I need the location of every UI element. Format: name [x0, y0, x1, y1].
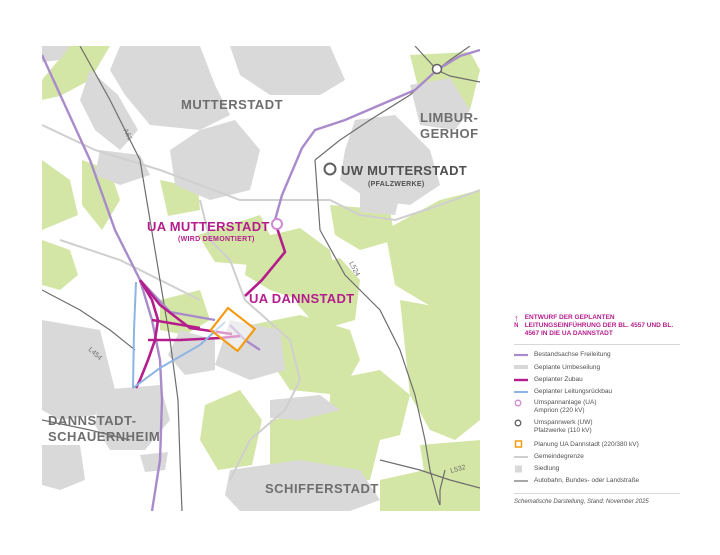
legend-label: Geplanter Leitungsrückbau: [534, 388, 613, 396]
legend-item-planning: Planung UA Dannstadt (220/380 kV): [514, 438, 680, 450]
legend-footnote: Schematische Darstellung, Stand: Novembe…: [514, 493, 680, 505]
road-junction-marker: [431, 63, 443, 75]
place-label-mutterstadt: MUTTERSTADT: [181, 97, 283, 112]
place-label-limburgerhof-line2: GERHOF: [420, 126, 479, 141]
legend-label: Gemeindegrenze: [534, 452, 584, 460]
legend-header: ↑ N ENTWURF DER GEPLANTEN LEITUNGSEINFÜH…: [514, 314, 680, 345]
legend-label: Siedlung: [534, 465, 560, 473]
legend-item-existing-line: Bestandsachse Freileitung: [514, 349, 680, 361]
north-arrow-icon: ↑: [514, 313, 519, 323]
legend-item-settlement: Siedlung: [514, 463, 680, 475]
ua-mutterstadt-marker: [271, 218, 283, 230]
ua-circle-icon: [514, 399, 522, 407]
place-label-schifferstadt: SCHIFFERSTADT: [265, 481, 379, 496]
place-label-limburgerhof-line1: LIMBUR-: [420, 110, 478, 125]
place-label-dannstadt-line1: DANNSTADT-: [48, 413, 137, 428]
road-line-icon: [514, 480, 528, 482]
removal-lines: [132, 281, 226, 389]
municipal-boundaries: [42, 124, 480, 481]
station-label-uw-mutterstadt: UW MUTTERSTADT: [341, 163, 467, 178]
uw-mutterstadt-marker: [323, 162, 337, 176]
reconductor-line-icon: [514, 365, 528, 369]
legend-item-reconductor: Geplante Umbeseilung: [514, 361, 680, 373]
legend-label: Bestandsachse Freileitung: [534, 351, 611, 359]
legend-item-boundary: Gemeindegrenze: [514, 450, 680, 462]
legend-item-removal-line: Geplanter Leitungsrückbau: [514, 386, 680, 398]
legend-item-road: Autobahn, Bundes- oder Landstraße: [514, 475, 680, 487]
north-label: N: [514, 323, 519, 329]
legend-list: Bestandsachse Freileitung Geplante Umbes…: [514, 349, 680, 487]
legend-label: Geplanter Zubau: [534, 375, 583, 383]
station-sublabel-uw-mutterstadt: (PFALZWERKE): [368, 181, 424, 188]
place-label-dannstadt-line2: SCHAUERNHEIM: [48, 429, 160, 444]
legend-label: Planung UA Dannstadt (220/380 kV): [534, 440, 639, 448]
legend-label: Umspannanlage (UA)Amprion (220 kV): [534, 399, 597, 414]
legend-label: Geplante Umbeseilung: [534, 363, 601, 371]
legend-title: ENTWURF DER GEPLANTEN LEITUNGSEINFÜHRUNG…: [524, 314, 674, 337]
north-arrow: ↑ N: [514, 314, 519, 330]
legend: ↑ N ENTWURF DER GEPLANTEN LEITUNGSEINFÜH…: [514, 314, 680, 505]
station-sublabel-ua-mutterstadt: (WIRD DEMONTIERT): [178, 236, 255, 243]
roads: [42, 46, 480, 511]
station-label-ua-mutterstadt: UA MUTTERSTADT: [147, 219, 270, 234]
new-line-icon: [514, 378, 528, 381]
planning-square-icon: [514, 440, 523, 449]
settlement-square-icon: [515, 465, 522, 473]
removal-line-icon: [514, 391, 528, 394]
legend-label: Umspannwerk (UW)Pfalzwerke (110 kV): [534, 419, 593, 434]
boundary-line-icon: [514, 455, 528, 458]
existing-line-icon: [514, 354, 528, 357]
settlement-areas: [42, 46, 470, 511]
ua-dannstadt-planning-area: [209, 306, 257, 353]
road-label-l532: L532: [450, 464, 467, 475]
legend-label: Autobahn, Bundes- oder Landstraße: [534, 477, 640, 485]
legend-item-new-line: Geplanter Zubau: [514, 374, 680, 386]
uw-circle-icon: [514, 419, 522, 427]
legend-item-uw: Umspannwerk (UW)Pfalzwerke (110 kV): [514, 418, 680, 438]
legend-item-ua: Umspannanlage (UA)Amprion (220 kV): [514, 398, 680, 418]
station-label-ua-dannstadt: UA DANNSTADT: [249, 291, 354, 306]
